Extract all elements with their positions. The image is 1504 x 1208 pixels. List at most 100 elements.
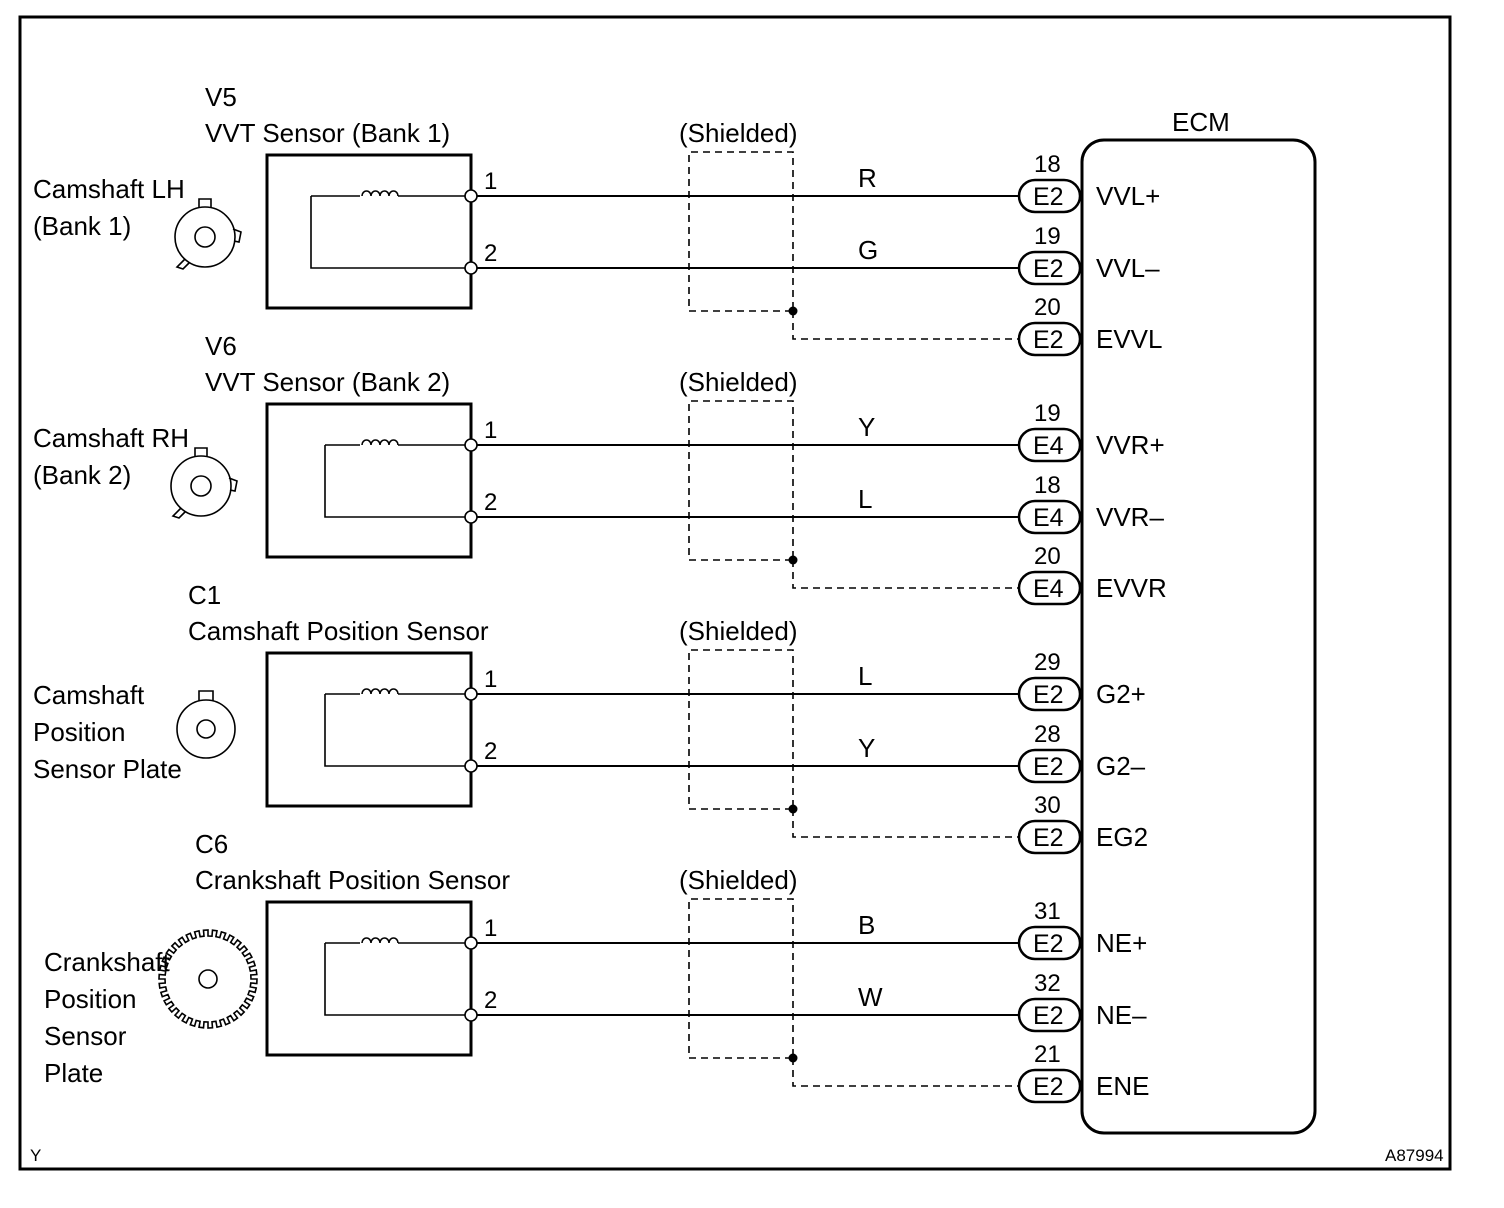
ecm-pin-number: 19 — [1034, 400, 1061, 427]
loop-wire — [324, 445, 471, 518]
wire-color-code: Y — [858, 412, 875, 442]
sensor-code: C1 — [188, 580, 221, 610]
ecm-signal-name: VVL– — [1096, 253, 1160, 283]
ecm-pin-number: 18 — [1034, 472, 1061, 499]
target-label-line: Sensor — [44, 1021, 127, 1051]
rotor-body — [170, 455, 232, 517]
coil-icon — [361, 688, 399, 695]
sensor-name: VVT Sensor (Bank 1) — [205, 118, 450, 148]
shield-label: (Shielded) — [679, 616, 798, 646]
connector-badge — [1017, 427, 1082, 463]
terminal-icon — [464, 759, 478, 773]
ecm-pin-number: 31 — [1034, 898, 1061, 925]
wire-color-code: R — [858, 163, 877, 193]
gear-teeth — [158, 929, 258, 1029]
loop-wire — [310, 196, 471, 269]
shield-drain-wire — [792, 1058, 1018, 1087]
coil-icon — [361, 439, 399, 446]
target-label-line: Camshaft — [33, 680, 145, 710]
plate-tooth — [198, 690, 214, 701]
connector-badge — [1017, 997, 1082, 1033]
target-label-line: Crankshaft — [44, 947, 170, 977]
target-label-line: (Bank 2) — [33, 460, 131, 490]
connector-badge — [1017, 1068, 1082, 1104]
rotor-hub — [194, 226, 216, 248]
connector-badge — [1017, 676, 1082, 712]
ecm-signal-name: VVR– — [1096, 502, 1164, 532]
coil-icon — [361, 937, 399, 944]
terminal-icon — [464, 438, 478, 452]
rotor-tooth — [232, 228, 242, 243]
rotor-tooth — [228, 477, 238, 492]
connector-code: E2 — [1033, 1002, 1064, 1030]
target-label-line: Camshaft RH — [33, 423, 189, 453]
ecm-signal-name: EVVR — [1096, 573, 1167, 603]
footer-code: Y — [30, 1146, 41, 1165]
ecm-signal-name: EG2 — [1096, 822, 1148, 852]
toothed-gear-icon — [158, 929, 258, 1029]
connector-code: E4 — [1033, 504, 1064, 532]
ecm-pin-number: 18 — [1034, 151, 1061, 178]
wire-color-code: G — [858, 235, 878, 265]
wire-color-code: W — [858, 982, 883, 1012]
connector-code: E2 — [1033, 1073, 1064, 1101]
ecm-pin-number: 32 — [1034, 970, 1061, 997]
ecm-pin-number: 20 — [1034, 294, 1061, 321]
sensor-pin-number: 2 — [484, 987, 497, 1014]
connector-code: E2 — [1033, 824, 1064, 852]
cam-timing-rotor-icon — [174, 198, 242, 270]
sensor-pin-number: 1 — [484, 915, 497, 942]
ecm-pin-number: 29 — [1034, 649, 1061, 676]
sensor-code: V6 — [205, 331, 237, 361]
sensor-box — [265, 900, 473, 1057]
shield-outline — [688, 898, 794, 1059]
terminal-icon — [464, 1008, 478, 1022]
connector-badge — [1017, 250, 1082, 286]
terminal-icon — [464, 189, 478, 203]
shield-drain-wire — [792, 809, 1018, 838]
ecm-signal-name: VVR+ — [1096, 430, 1165, 460]
shield-outline — [688, 649, 794, 810]
target-label-line: Position — [44, 984, 137, 1014]
connector-code: E4 — [1033, 432, 1064, 460]
connector-code: E2 — [1033, 753, 1064, 781]
sensor-box — [265, 651, 473, 808]
sensor-pin-number: 2 — [484, 489, 497, 516]
connector-badge — [1017, 499, 1082, 535]
ecm-signal-name: G2+ — [1096, 679, 1146, 709]
ecm-signal-name: VVL+ — [1096, 181, 1160, 211]
rotor-tooth — [194, 447, 208, 457]
shield-outline — [688, 151, 794, 312]
ecm-box — [1080, 138, 1317, 1135]
connector-code: E2 — [1033, 255, 1064, 283]
ecm-signal-name: G2– — [1096, 751, 1146, 781]
wire-color-code: L — [858, 661, 872, 691]
connector-code: E4 — [1033, 575, 1064, 603]
cam-timing-rotor-icon — [170, 447, 238, 519]
ecm-pin-number: 20 — [1034, 543, 1061, 570]
sensor-name: VVT Sensor (Bank 2) — [205, 367, 450, 397]
rotor-tooth — [175, 258, 190, 270]
ecm-signal-name: ENE — [1096, 1071, 1149, 1101]
wire-color-code: B — [858, 910, 875, 940]
ecm-signal-name: NE– — [1096, 1000, 1147, 1030]
target-label-line: Plate — [44, 1058, 103, 1088]
shield-label: (Shielded) — [679, 865, 798, 895]
sensor-box — [265, 153, 473, 310]
ecm-title: ECM — [1172, 107, 1230, 137]
target-label-line: (Bank 1) — [33, 211, 131, 241]
rotor-tooth — [198, 198, 212, 208]
terminal-icon — [464, 261, 478, 275]
shield-label: (Shielded) — [679, 367, 798, 397]
connector-code: E2 — [1033, 326, 1064, 354]
coil-icon — [361, 190, 399, 197]
loop-wire — [324, 943, 471, 1016]
plate-hub — [196, 719, 216, 739]
terminal-icon — [464, 687, 478, 701]
sensor-pin-number: 2 — [484, 240, 497, 267]
target-label-line: Camshaft LH — [33, 174, 185, 204]
